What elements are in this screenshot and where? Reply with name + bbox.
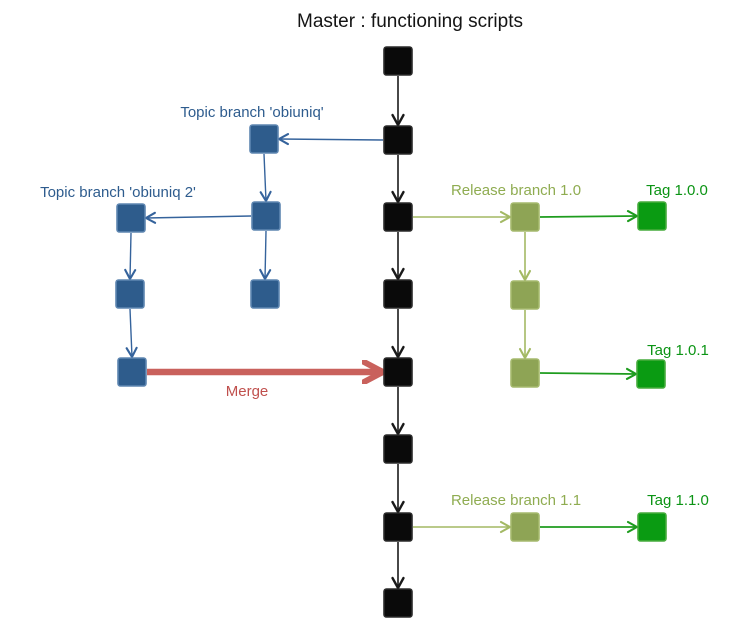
label-release-branch-1-0: Release branch 1.0 (451, 182, 581, 199)
commit-node-release11-1 (510, 512, 540, 542)
edge-obiuniq2-2-to-obiuniq2-3 (125, 308, 138, 360)
edge-release10-3-to-tag101 (539, 367, 639, 380)
edge-obiuniq-2-to-obiuniq-3 (259, 230, 272, 282)
commit-node-master-5 (383, 357, 413, 387)
commit-node-release10-1 (510, 202, 540, 232)
label-tag-1-0-0: Tag 1.0.0 (646, 182, 708, 199)
edge-obiuniq-1-to-obiuniq-2 (259, 153, 272, 204)
edge-obiuniq2-1-to-obiuniq2-2 (124, 232, 137, 282)
label-topic-branch-obiuniq: Topic branch 'obiuniq' (180, 104, 323, 121)
commit-node-obiuniq-1 (249, 124, 279, 154)
commit-node-obiuniq-3 (250, 279, 280, 309)
commit-node-master-1 (383, 46, 413, 76)
label-release-branch-1-1: Release branch 1.1 (451, 492, 581, 509)
edge-master-2-to-obiuniq-1 (276, 133, 384, 146)
commit-node-obiuniq2-2 (115, 279, 145, 309)
commit-node-master-7 (383, 512, 413, 542)
edge-obiuniq-2-to-obiuniq2-1 (143, 211, 252, 224)
label-tag-1-1-0: Tag 1.1.0 (647, 492, 709, 509)
label-tag-1-0-1: Tag 1.0.1 (647, 342, 709, 359)
label-merge: Merge (226, 383, 269, 400)
commit-node-master-2 (383, 125, 413, 155)
edge-release10-1-to-tag100 (539, 210, 640, 223)
commit-node-master-8 (383, 588, 413, 618)
commit-node-release10-2 (510, 280, 540, 310)
diagram-title: Master : functioning scripts (297, 11, 523, 32)
commit-node-master-6 (383, 434, 413, 464)
commit-node-tag101 (636, 359, 666, 389)
commit-node-obiuniq2-1 (116, 203, 146, 233)
commit-node-obiuniq-2 (251, 201, 281, 231)
commit-node-obiuniq2-3 (117, 357, 147, 387)
commit-node-master-3 (383, 202, 413, 232)
commit-node-tag100 (637, 201, 667, 231)
commit-node-release10-3 (510, 358, 540, 388)
commit-node-tag110 (637, 512, 667, 542)
label-topic-branch-obiuniq-2: Topic branch 'obiuniq 2' (40, 184, 196, 201)
commit-node-master-4 (383, 279, 413, 309)
